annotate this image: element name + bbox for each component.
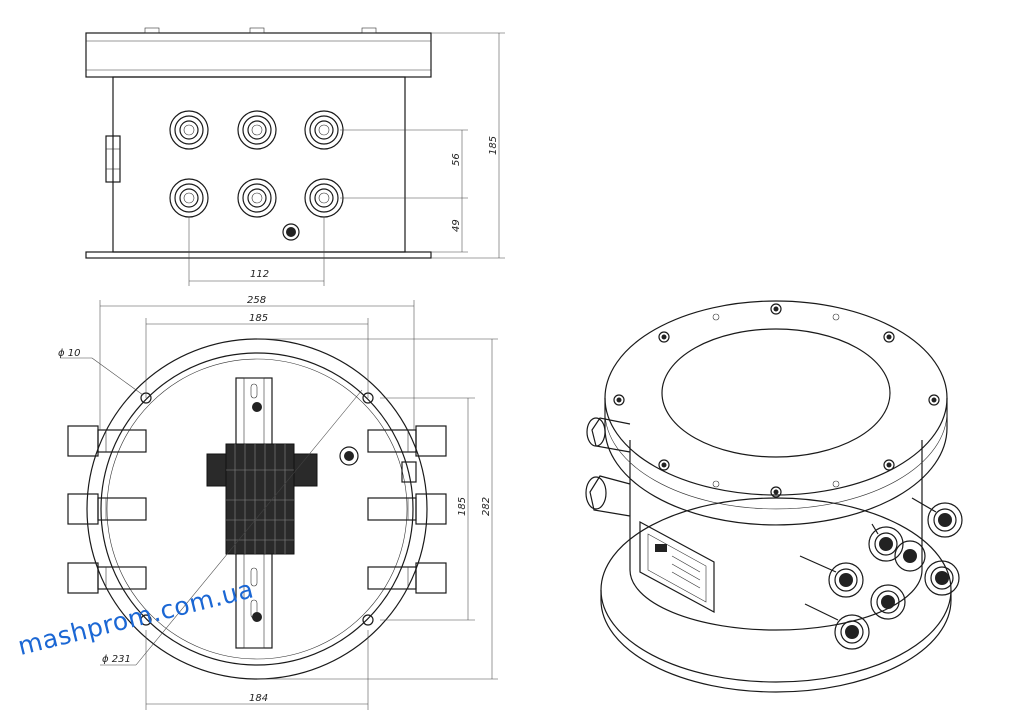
isometric-view <box>585 300 963 693</box>
top-view: 258 185 ϕ 10 ϕ 231 185 282 184 <box>58 295 498 710</box>
front-gland <box>237 110 277 150</box>
iso-gland <box>868 523 904 562</box>
left-gland <box>67 493 147 525</box>
left-gland <box>67 562 147 594</box>
front-lid <box>85 32 432 78</box>
dim-258: 258 <box>247 295 266 306</box>
rail-screw <box>252 402 262 412</box>
front-view: 112 56 49 185 <box>85 27 505 286</box>
right-gland <box>367 493 447 525</box>
iso-lid-bolt <box>883 331 895 343</box>
left-gland <box>67 425 147 457</box>
iso-lid-bolt <box>770 486 782 498</box>
dim-185-side: 185 <box>457 497 468 516</box>
iso-lid-bolt <box>883 459 895 471</box>
dim-hole-diameter: ϕ 10 <box>58 348 81 359</box>
flange-inner <box>100 352 414 666</box>
iso-lid-bolt <box>928 394 940 406</box>
right-gland <box>367 562 447 594</box>
iso-gland <box>799 555 864 598</box>
iso-lid-bolt <box>770 303 782 315</box>
iso-gland <box>804 603 870 650</box>
front-gland <box>169 110 209 150</box>
iso-lid-window <box>661 328 891 458</box>
front-base <box>85 251 432 259</box>
iso-base-flange <box>600 497 952 683</box>
iso-gland <box>586 417 631 453</box>
iso-gland <box>894 540 926 572</box>
terminal-block <box>206 443 318 555</box>
dim-49: 49 <box>451 219 462 232</box>
iso-lid-bolt <box>613 394 625 406</box>
dim-185-top: 185 <box>249 313 268 324</box>
earth-stud <box>339 446 359 466</box>
right-gland <box>367 425 447 457</box>
dim-184: 184 <box>249 693 268 704</box>
dim-282: 282 <box>481 497 492 516</box>
front-gland <box>304 178 344 218</box>
iso-lid-bolt <box>658 331 670 343</box>
earth-bolt <box>282 223 300 241</box>
iso-rating-plate <box>639 520 715 614</box>
bolt-hole <box>140 614 152 626</box>
dim-112: 112 <box>250 269 269 280</box>
iso-gland <box>585 475 631 517</box>
front-gland <box>237 178 277 218</box>
iso-lid <box>604 300 948 496</box>
dim-flange-diameter: ϕ 231 <box>102 654 131 665</box>
side-stud <box>401 461 417 483</box>
iso-gland <box>870 584 906 620</box>
front-body <box>112 76 406 253</box>
dim-56: 56 <box>451 153 462 166</box>
front-gland <box>304 110 344 150</box>
bolt-hole <box>362 614 374 626</box>
iso-body <box>629 440 923 631</box>
rail-screw <box>252 612 262 622</box>
iso-lid-bolt <box>658 459 670 471</box>
iso-gland <box>911 497 963 538</box>
iso-gland <box>924 560 960 596</box>
front-gland <box>169 178 209 218</box>
front-hinge <box>105 135 121 183</box>
dim-185-front: 185 <box>488 136 499 155</box>
